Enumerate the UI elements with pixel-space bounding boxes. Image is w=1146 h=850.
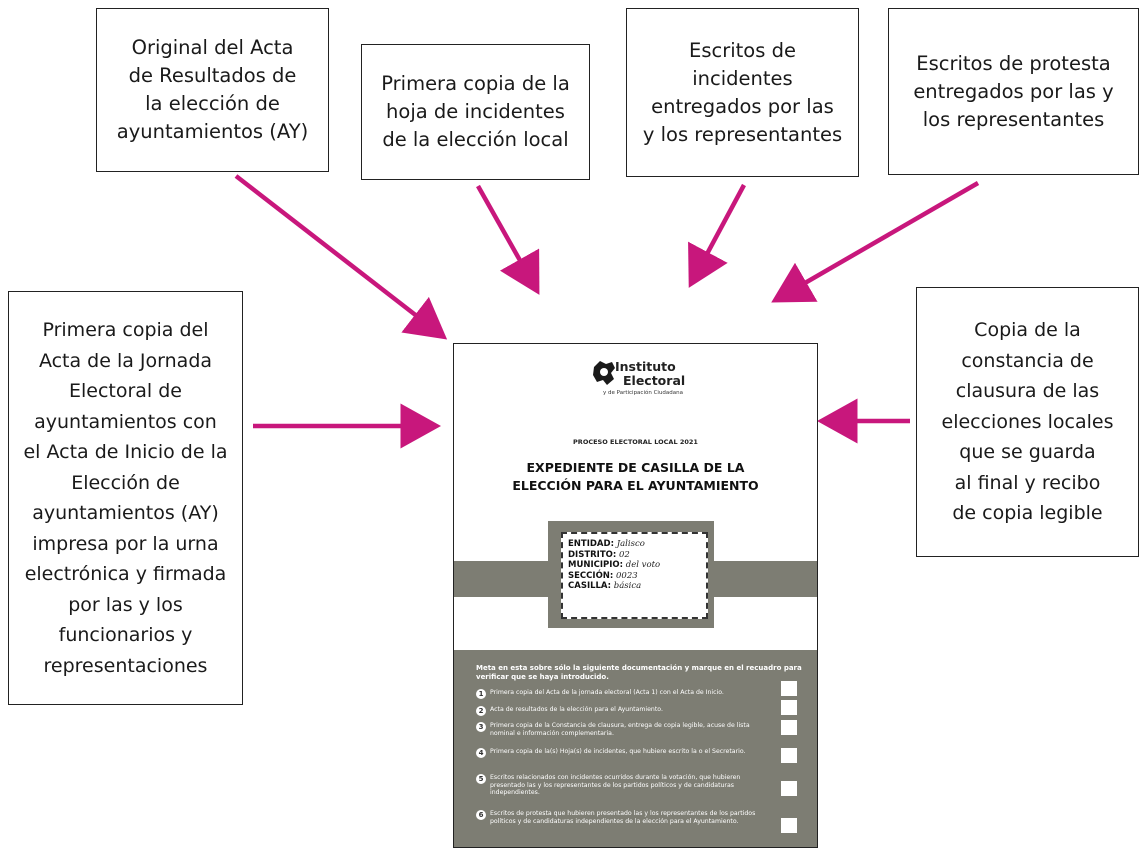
- list-item: 4 Primera copia de la(s) Hoja(s) de inci…: [476, 748, 776, 758]
- arrow-escritos-protesta: [771, 181, 980, 303]
- list-item: 3 Primera copia de la Constancia de clau…: [476, 722, 776, 737]
- logo-line2: Electoral: [623, 373, 686, 388]
- field-municipio: MUNICIPIO: del voto: [568, 560, 661, 570]
- list-item: 6 Escritos de protesta que hubieren pres…: [476, 810, 776, 825]
- jalisco-logo-icon: [593, 361, 615, 385]
- logo-line3: y de Participación Ciudadana: [603, 390, 684, 396]
- box-primera-copia-acta: Primera copia del Acta de la Jornada Ele…: [8, 291, 243, 705]
- instructions: Meta en esta sobre sólo la siguiente doc…: [476, 664, 802, 681]
- field-entidad: ENTIDAD: Jalisco: [568, 539, 645, 549]
- envelope-title: EXPEDIENTE DE CASILLA DE LA ELECCIÓN PAR…: [512, 460, 759, 493]
- checkbox-4[interactable]: [781, 748, 797, 763]
- list-item: 2 Acta de resultados de la elección para…: [476, 706, 776, 716]
- casilla-label: ENTIDAD: Jalisco DISTRITO: 02 MUNICIPIO:…: [561, 532, 708, 619]
- list-item: 1 Primera copia del Acta de la jornada e…: [476, 689, 776, 699]
- expediente-envelope: Instituto Electoral y de Participación C…: [453, 343, 818, 848]
- logo-line1: Instituto: [615, 359, 676, 374]
- checkbox-3[interactable]: [781, 720, 797, 735]
- institute-logo: Instituto Electoral y de Participación C…: [591, 358, 701, 404]
- arrow-primera-copia-hoja: [476, 184, 540, 295]
- checkbox-5[interactable]: [781, 781, 797, 796]
- box-copia-constancia: Copia de la constancia de clausura de la…: [916, 287, 1139, 557]
- arrow-original-acta: [234, 174, 448, 340]
- field-casilla: CASILLA: básica: [568, 581, 642, 591]
- arrow-escritos-incidentes: [688, 183, 746, 288]
- field-seccion: SECCIÓN: 0023: [568, 570, 638, 581]
- checkbox-6[interactable]: [781, 818, 797, 833]
- checkbox-1[interactable]: [781, 681, 797, 696]
- field-distrito: DISTRITO: 02: [568, 549, 630, 560]
- list-item: 5 Escritos relacionados con incidentes o…: [476, 774, 776, 797]
- checklist-panel: Meta en esta sobre sólo la siguiente doc…: [454, 650, 817, 847]
- proceso-label: PROCESO ELECTORAL LOCAL 2021: [573, 438, 698, 446]
- checkbox-2[interactable]: [781, 700, 797, 715]
